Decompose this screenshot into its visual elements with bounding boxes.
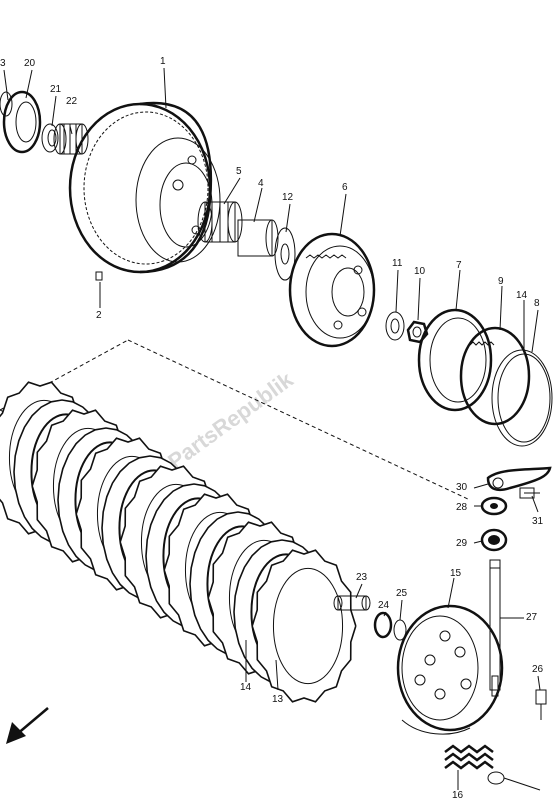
callout-11: 11 [392,258,403,269]
spring-part-16 [444,744,494,770]
callout-29: 29 [456,538,468,549]
clutch-plate-stack [0,381,357,703]
direction-arrow-icon [6,707,49,744]
bearing-part-29 [480,528,508,552]
callout-24: 24 [378,600,390,611]
pin-part-2 [95,271,103,281]
sleeve-hub-part-6 [288,232,376,348]
callout-25: 25 [396,588,408,599]
bushing-part-21 [41,123,59,153]
callout-4: 4 [258,178,264,189]
bearing-part-24 [373,611,393,639]
bearing-part-5 [197,201,243,243]
bolt-part-26 [535,689,547,720]
callout-labels: 3 20 21 22 1 5 4 12 6 11 10 7 9 14 8 2 3… [0,56,544,800]
callout-26: 26 [532,664,544,675]
spring-seat-part-7 [417,308,493,412]
bolt-part-16b [487,771,541,791]
nut-part-10 [406,320,429,344]
watermark: PartsRepublik [163,366,298,474]
callout-10: 10 [414,266,426,277]
washer-part-28 [480,496,508,516]
seal-ring-part-20 [0,90,42,154]
callout-2: 2 [96,310,102,321]
callout-13: 13 [272,694,284,705]
leader-lines [3,67,541,790]
push-rod-part-27 [489,559,501,697]
callout-31: 31 [532,516,544,527]
callout-16: 16 [452,790,464,800]
callout-1: 1 [160,56,166,67]
plate-inner-ring [272,567,344,685]
callout-3: 3 [0,58,6,69]
callout-14-top: 14 [516,290,528,301]
pressure-plate-part-15 [396,604,504,735]
callout-23: 23 [356,572,368,583]
callout-27: 27 [526,612,538,623]
spring-washer-part-9 [459,326,531,426]
callout-14-bottom: 14 [240,682,252,693]
release-arm-part-30 [486,466,552,492]
bolt-part-31 [519,487,540,499]
callout-7: 7 [456,260,462,271]
callout-6: 6 [342,182,348,193]
callout-8: 8 [534,298,540,309]
thrust-washer-part-12 [274,227,296,281]
wire-ring-part-8 [491,349,553,447]
lock-washer-part-11 [385,311,405,341]
friction-plate [251,549,357,703]
spacer-part-4 [237,219,279,257]
callout-9: 9 [498,276,504,287]
callout-21: 21 [50,84,62,95]
callout-28: 28 [456,502,468,513]
callout-15: 15 [450,568,462,579]
washer-part-25 [393,619,407,641]
callout-12: 12 [282,192,294,203]
release-rod-part-23 [333,595,371,611]
callout-20: 20 [24,58,36,69]
callout-30: 30 [456,482,468,493]
callout-5: 5 [236,166,242,177]
callout-22: 22 [66,96,78,107]
clutch-housing-part-1 [68,101,221,274]
